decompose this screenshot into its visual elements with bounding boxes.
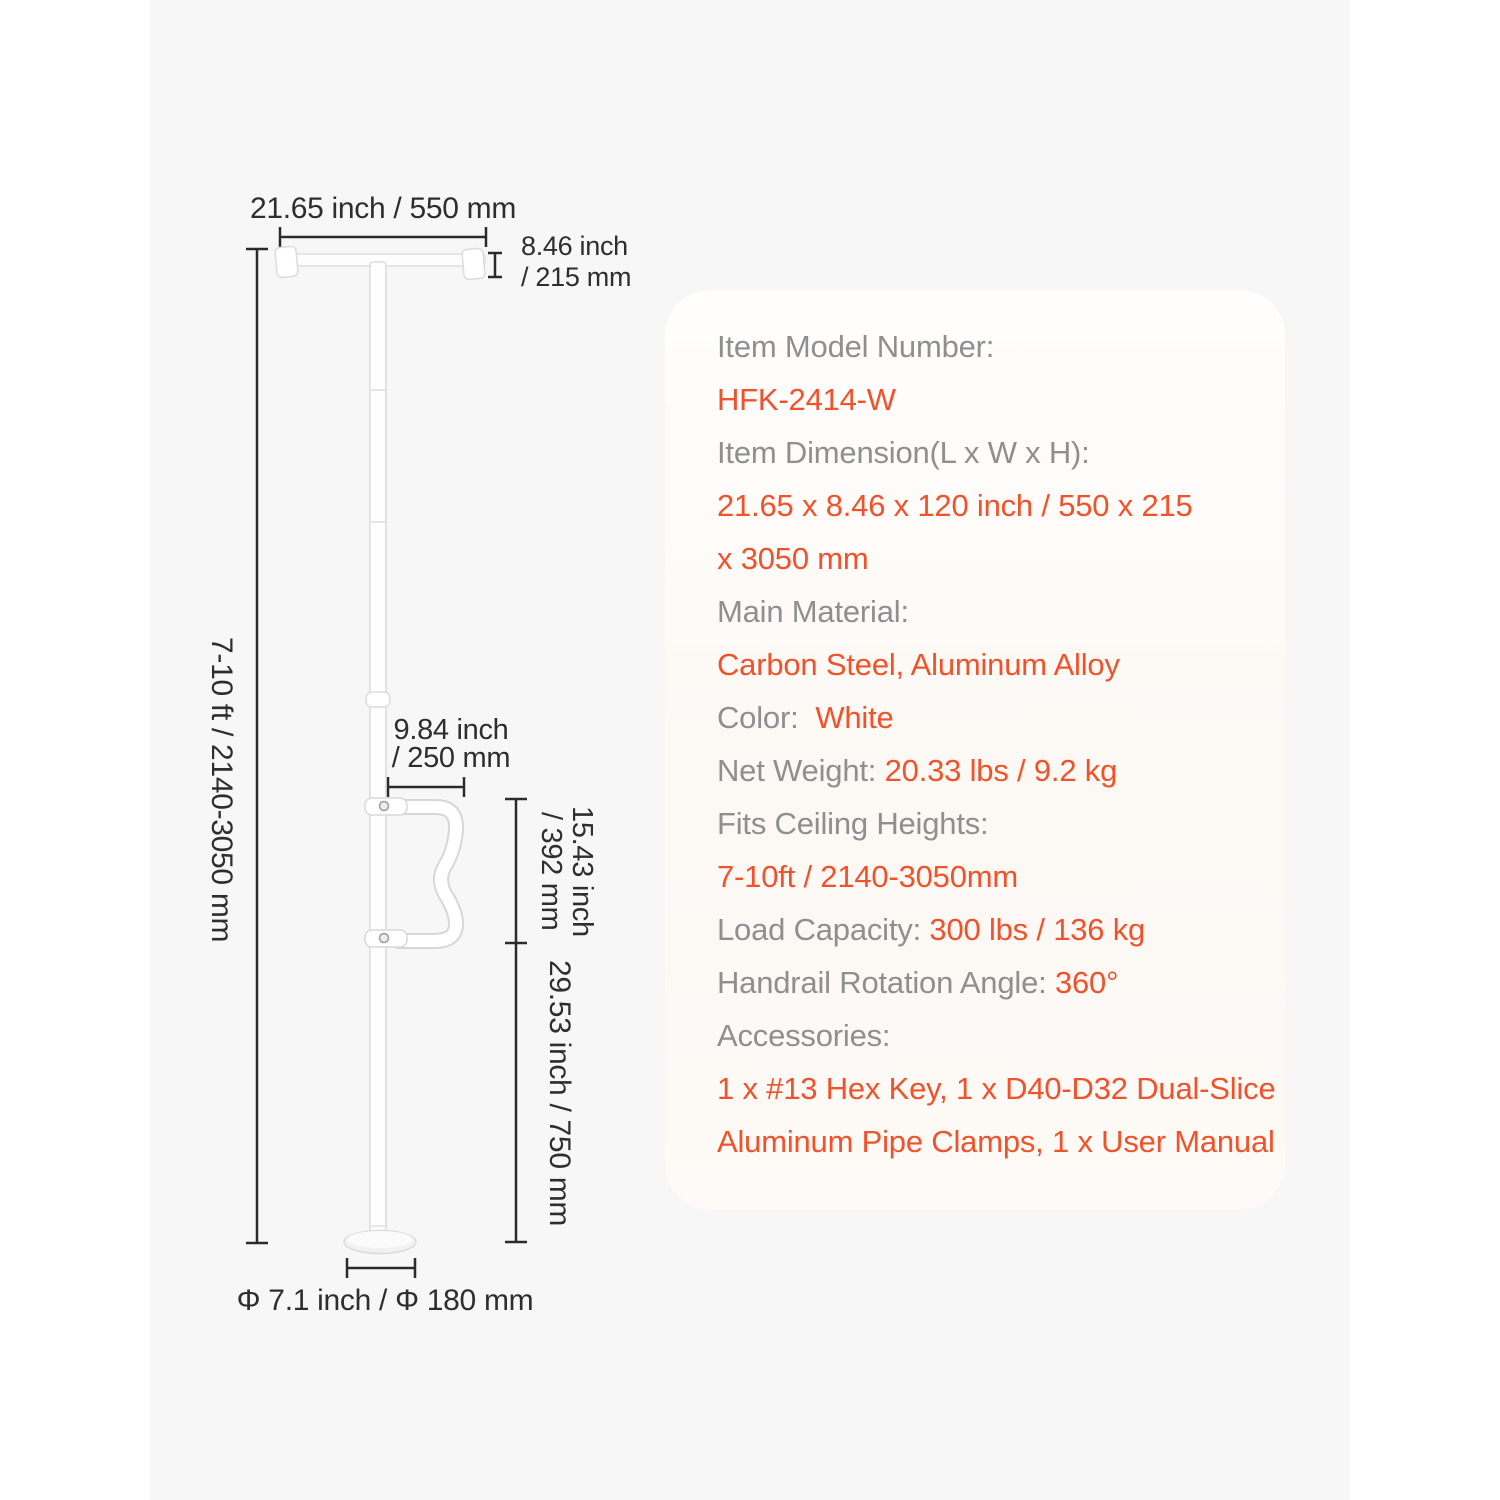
dim-label-bar-depth-line1: 8.46 inch <box>521 231 628 261</box>
spec-value: HFK-2414-W <box>717 382 896 417</box>
spec-panel: Item Model Number: HFK-2414-W Item Dimen… <box>665 290 1285 1210</box>
spec-line-dimension-value1: 21.65 x 8.46 x 120 inch / 550 x 215 <box>717 479 1255 532</box>
pole-coupling <box>365 691 391 708</box>
dim-label-handle-section: 15.43 inch / 392 mm <box>529 796 598 946</box>
dim-label-total-height: 7-10 ft / 2140-3050 mm <box>205 637 238 943</box>
dimension-lines <box>246 227 527 1278</box>
spec-line-load-capacity: Load Capacity: 300 lbs / 136 kg <box>717 903 1255 956</box>
spec-label: Fits Ceiling Heights: <box>717 806 989 841</box>
ceiling-bar <box>274 245 486 281</box>
dim-label-bar-depth-line2: / 215 mm <box>521 262 632 292</box>
pole <box>365 261 391 1241</box>
dim-label-bar-depth: 8.46 inch / 215 mm <box>521 231 631 293</box>
spec-label: Color: <box>717 700 816 735</box>
dim-label-handle-section-line1: 15.43 inch <box>566 805 598 937</box>
spec-line-rotation-angle: Handrail Rotation Angle: 360° <box>717 956 1255 1009</box>
floor-base <box>343 1229 417 1255</box>
spec-line-ceiling-value: 7-10ft / 2140-3050mm <box>717 850 1255 903</box>
spec-value: x 3050 mm <box>717 541 869 576</box>
spec-line-accessories-value2: Aluminum Pipe Clamps, 1 x User Manual <box>717 1115 1275 1168</box>
spec-line-net-weight: Net Weight: 20.33 lbs / 9.2 kg <box>717 744 1255 797</box>
spec-line-accessories-label: Accessories: <box>717 1009 1255 1062</box>
dim-label-handle-length-line1: 9.84 inch <box>393 714 509 746</box>
spec-value: 360° <box>1054 965 1119 1000</box>
spec-value: Aluminum Pipe Clamps, 1 x User Manual <box>717 1124 1275 1159</box>
spec-label: Item Model Number: <box>717 329 995 364</box>
clamp-screw-top <box>378 800 390 812</box>
clamp-screw-bottom <box>378 932 390 944</box>
spec-label: Load Capacity: <box>717 912 930 947</box>
spec-value: 20.33 lbs / 9.2 kg <box>884 753 1118 788</box>
grab-handle <box>364 797 465 949</box>
spec-line-dimension-label: Item Dimension(L x W x H): <box>717 426 1255 479</box>
dim-label-handle-section-line2: / 392 mm <box>535 811 567 931</box>
spec-line-material-label: Main Material: <box>717 585 1255 638</box>
spec-label: Handrail Rotation Angle: <box>717 965 1055 1000</box>
spec-line-dimension-value2: x 3050 mm <box>717 532 1255 585</box>
spec-label: Item Dimension(L x W x H): <box>717 435 1090 470</box>
spec-line-material-value: Carbon Steel, Aluminum Alloy <box>717 638 1255 691</box>
spec-value: 300 lbs / 136 kg <box>929 912 1146 947</box>
spec-line-model-value: HFK-2414-W <box>717 373 1255 426</box>
spec-line-model-label: Item Model Number: <box>717 320 1255 373</box>
spec-label: Main Material: <box>717 594 909 629</box>
spec-label: Net Weight: <box>717 753 885 788</box>
spec-line-ceiling-label: Fits Ceiling Heights: <box>717 797 1255 850</box>
dim-label-lower-section: 29.53 inch / 750 mm <box>543 959 576 1227</box>
spec-value: 1 x #13 Hex Key, 1 x D40-D32 Dual-Slice <box>717 1071 1276 1106</box>
spec-line-accessories-value1: 1 x #13 Hex Key, 1 x D40-D32 Dual-Slice <box>717 1062 1276 1115</box>
spec-value: Carbon Steel, Aluminum Alloy <box>717 647 1120 682</box>
spec-line-color: Color: White <box>717 691 1255 744</box>
dim-label-top-width: 21.65 inch / 550 mm <box>249 192 517 225</box>
spec-value: 7-10ft / 2140-3050mm <box>717 859 1019 894</box>
spec-value: White <box>815 700 894 735</box>
spec-value: 21.65 x 8.46 x 120 inch / 550 x 215 <box>717 488 1193 523</box>
dim-label-handle-length-line2: / 250 mm <box>391 742 511 774</box>
spec-label: Accessories: <box>717 1018 891 1053</box>
dim-label-base-diameter: Φ 7.1 inch / Φ 180 mm <box>236 1284 534 1317</box>
dim-label-handle-length: 9.84 inch / 250 mm <box>390 714 512 774</box>
